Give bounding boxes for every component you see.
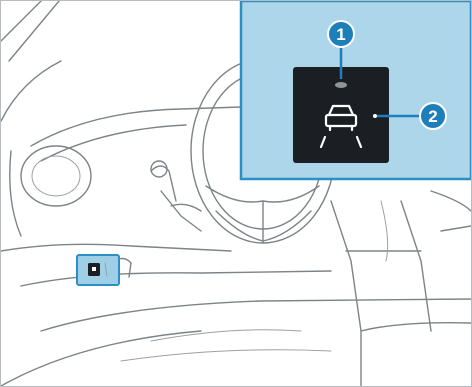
indicator-led-icon — [335, 82, 347, 88]
callout-2-label: 2 — [428, 107, 437, 126]
callout-1-label: 1 — [336, 25, 345, 44]
